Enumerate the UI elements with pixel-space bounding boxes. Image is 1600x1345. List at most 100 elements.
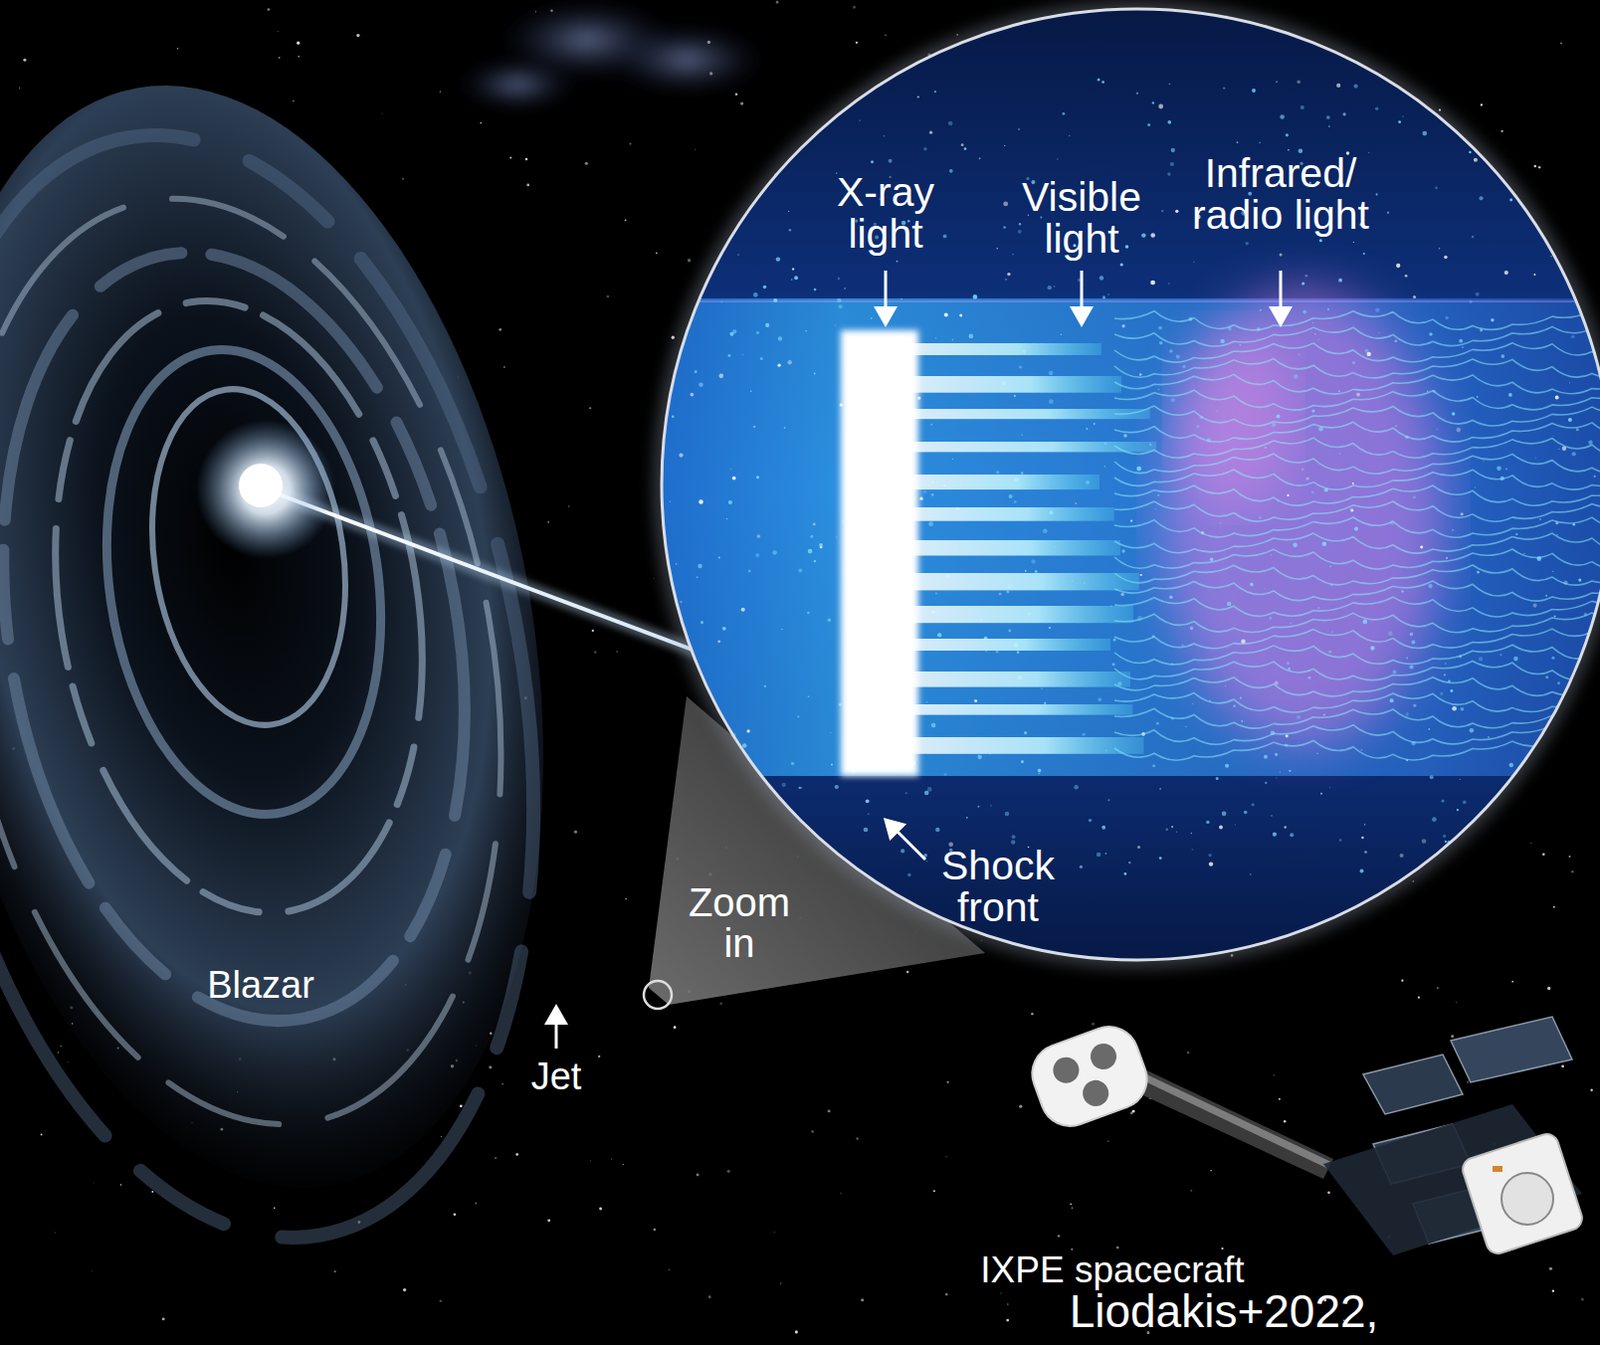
star <box>810 1130 814 1134</box>
particle <box>807 696 810 699</box>
particle <box>1562 204 1566 208</box>
particle <box>676 329 680 333</box>
particle <box>765 323 770 328</box>
particle <box>781 628 783 630</box>
particle <box>1329 787 1331 789</box>
particle <box>1554 615 1557 618</box>
star <box>727 1170 731 1174</box>
particle <box>1101 825 1106 830</box>
star <box>509 156 512 159</box>
star <box>1091 1022 1095 1026</box>
particle <box>830 764 833 767</box>
star <box>120 1184 122 1186</box>
particle <box>1504 270 1509 275</box>
particle <box>746 729 750 733</box>
particle <box>1350 508 1353 511</box>
particle <box>778 336 783 341</box>
star <box>1327 1191 1331 1195</box>
particle <box>1499 653 1502 656</box>
particle <box>1362 619 1368 625</box>
star <box>1283 1120 1286 1123</box>
star <box>933 1190 936 1193</box>
particle <box>1445 557 1448 560</box>
star <box>855 1137 859 1141</box>
field-line <box>1114 390 1600 410</box>
star <box>622 1164 624 1166</box>
field-line <box>1114 549 1600 570</box>
particle <box>1141 232 1146 237</box>
particle <box>701 756 704 759</box>
particle <box>1048 399 1054 404</box>
particle <box>1473 158 1478 163</box>
particle <box>747 112 750 115</box>
particle <box>865 799 870 803</box>
star <box>1511 981 1514 984</box>
particle <box>1394 339 1398 343</box>
particle <box>1459 779 1461 781</box>
particle <box>1004 278 1007 281</box>
particle <box>788 210 790 212</box>
particle <box>1007 628 1011 632</box>
particle <box>1249 583 1254 588</box>
star <box>278 56 281 59</box>
band-label: X-ray light <box>810 172 961 256</box>
particle <box>990 804 993 807</box>
particle <box>1456 808 1459 811</box>
particle <box>977 805 980 808</box>
particle <box>730 860 735 865</box>
star <box>1187 1051 1191 1055</box>
particle <box>1356 393 1361 398</box>
particle <box>1166 828 1169 831</box>
field-line <box>1114 692 1600 713</box>
star <box>827 1109 831 1113</box>
particle <box>1476 396 1479 399</box>
particle <box>728 819 733 824</box>
particle <box>837 277 841 281</box>
emission-streak <box>895 671 1131 688</box>
particle <box>931 723 937 729</box>
particle <box>1562 224 1567 229</box>
particle <box>1169 82 1172 85</box>
particle <box>1079 865 1083 869</box>
particle <box>1124 872 1128 876</box>
particle <box>727 739 731 743</box>
emission-streak <box>895 376 1122 394</box>
star <box>1560 41 1563 44</box>
star <box>402 1288 406 1292</box>
particle <box>681 286 686 291</box>
emission-streak <box>895 704 1133 716</box>
star <box>946 1081 949 1084</box>
star <box>453 1212 457 1216</box>
particle <box>1167 172 1171 176</box>
particle <box>1307 676 1311 680</box>
particle <box>1185 726 1187 728</box>
star <box>906 971 910 975</box>
field-line <box>1114 359 1600 379</box>
particle <box>1209 558 1213 562</box>
star <box>795 1330 799 1334</box>
particle <box>1270 814 1272 816</box>
particle <box>804 330 807 333</box>
star <box>92 1182 95 1185</box>
star <box>1057 1234 1060 1237</box>
particle <box>1289 832 1294 837</box>
particle <box>1473 138 1476 141</box>
particle <box>1524 99 1530 105</box>
particle <box>1287 667 1290 670</box>
star <box>671 336 675 340</box>
particle <box>661 210 666 215</box>
particle <box>1520 773 1524 777</box>
particle <box>1159 788 1162 791</box>
particle <box>724 759 730 765</box>
field-line <box>1114 533 1600 554</box>
particle <box>659 285 664 290</box>
particle <box>1082 733 1086 737</box>
particle <box>1034 570 1038 574</box>
particle <box>1042 528 1048 534</box>
particle <box>695 764 701 770</box>
particle <box>1017 128 1020 131</box>
star <box>1466 1081 1469 1084</box>
particle <box>1004 811 1010 817</box>
particle <box>1548 127 1551 130</box>
particle <box>888 159 893 164</box>
